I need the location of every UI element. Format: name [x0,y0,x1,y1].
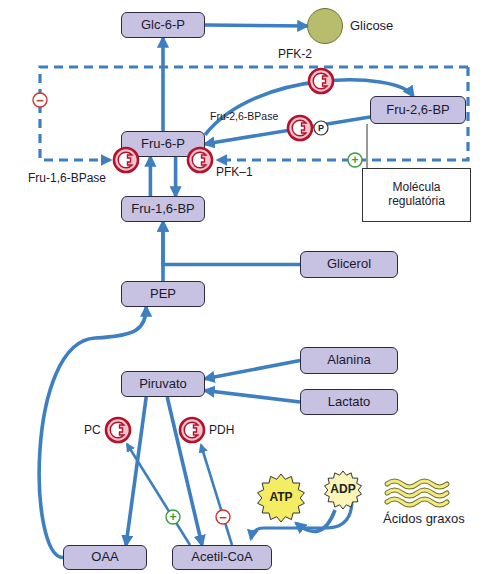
inhibition-circle [216,510,230,524]
activation-circle [348,153,362,167]
metabolite-box: Glicerol [300,251,398,278]
inhibition-line [201,445,232,545]
pathway-arrow [161,38,165,131]
node-text: Lactato [328,395,371,410]
metabolite-box: OAA [63,545,147,570]
inhibition-dashed-line [40,67,468,160]
pathway-arrow [205,391,300,403]
fatty-acid-symbol [387,481,447,505]
pathway-arrow [205,361,300,379]
starburst-shape [325,471,362,509]
symbol-sign: + [351,154,358,166]
metabolite-box: PEP [121,281,205,307]
inhibition-circle [33,93,47,107]
enzyme-symbol [114,148,138,172]
node-text: ADP [330,483,355,497]
node-text: Glicerol [327,257,371,272]
pathway-arrow [149,157,153,196]
metabolite-box: Alanina [300,347,398,374]
symbol-sign: + [169,511,176,523]
pathway-arrow [163,222,300,265]
symbol-sign: − [219,511,227,524]
node-text: Piruvato [139,377,187,392]
starburst-shape [258,474,305,522]
metabolite-box: Lactato [300,389,398,415]
enzyme-label: Fru-2,6-BPase [210,111,278,122]
metabolite-box: Fru-1,6-BP [121,196,205,222]
enzyme-label: PFK-2 [278,48,312,60]
enzyme-symbol [288,116,312,140]
node-text: Fru-6-P [141,137,185,152]
symbol-sign: − [36,94,44,107]
bracket-line [367,124,368,168]
phosphate-circle [314,121,328,135]
pathway-arrow [174,157,178,196]
activation-circle [166,510,180,524]
enzyme-label: PFK–1 [216,166,253,178]
enzyme-label: Ácidos graxos [383,512,465,525]
pathway-arrow [39,307,146,558]
symbol-sign: P [318,124,324,133]
node-text: PEP [150,287,176,302]
metabolite-box: Glc-6-P [121,12,205,38]
node-text: OAA [91,550,118,565]
metabolite-box: Piruvato [121,371,205,397]
node-text: Glc-6-P [141,18,185,33]
pathway-arrow [126,397,146,545]
node-text: Fru-1,6-BP [131,202,195,217]
energy-starburst: ATP [256,473,306,523]
metabolite-box: Acetil-CoA [172,545,272,570]
enzyme-symbol [180,418,204,442]
pathway-arrow [296,510,335,531]
metabolite-box: Fru-2,6-BP [370,96,466,124]
node-text: ATP [269,491,292,505]
enzyme-symbol [106,418,130,442]
enzyme-label: PDH [209,424,234,436]
outside-label: Glicose [350,19,393,34]
enzyme-label: PC [84,424,101,436]
node-text: Alanina [327,353,370,368]
enzyme-symbol [309,69,333,93]
enzyme-label: Fru-1,6-BPase [28,172,106,184]
node-text: Molécula regulatória [369,181,464,209]
node-text: Acetil-CoA [191,550,252,565]
node-text: Fru-2,6-BP [386,103,450,118]
note-box: Molécula regulatória [362,168,471,222]
enzyme-symbol [188,148,212,172]
pathway-arrow [205,25,307,26]
energy-starburst: ADP [323,470,363,510]
glucose-circle: Glicose [307,8,343,44]
